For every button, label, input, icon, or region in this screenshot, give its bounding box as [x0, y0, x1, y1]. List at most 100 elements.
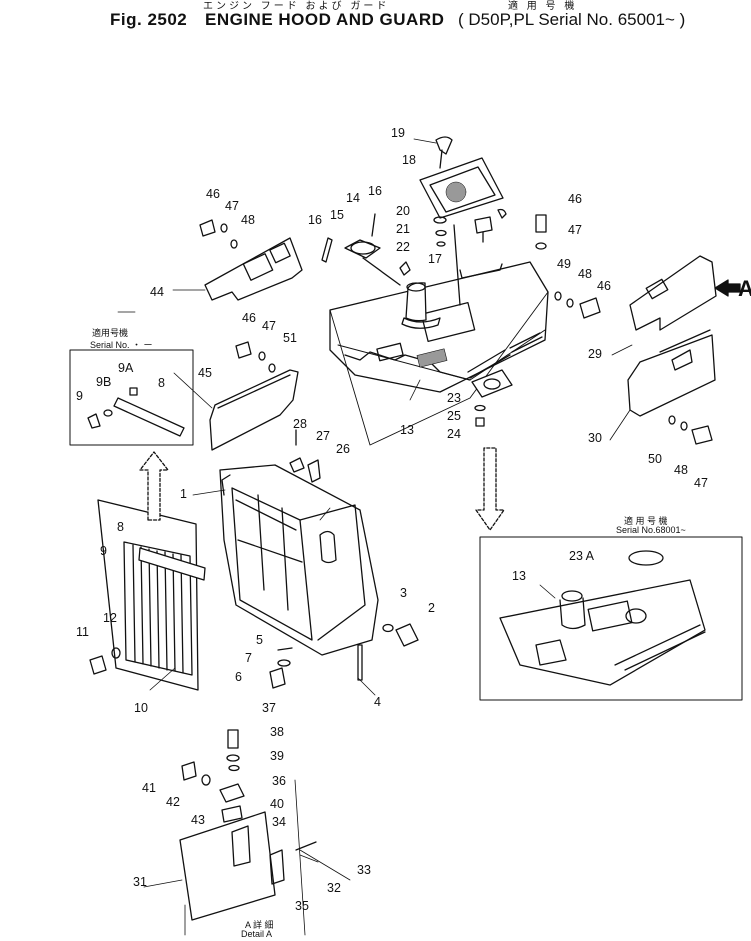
serial-range-text: D50P,PL Serial No. 65001~	[468, 10, 675, 29]
exhaust-cover-parts	[399, 136, 507, 306]
callout-6: 6	[235, 670, 242, 684]
callout-30: 30	[588, 431, 602, 445]
callout-27: 27	[316, 429, 330, 443]
callout-15: 15	[330, 208, 344, 222]
right-side-covers	[627, 255, 717, 417]
radiator-guard-frame	[219, 464, 379, 656]
callout-8-inset: 8	[158, 376, 165, 390]
callout-38: 38	[270, 725, 284, 739]
callout-9a: 9A	[118, 361, 134, 375]
frame-bolts	[357, 623, 419, 681]
callout-23a: 23 A	[569, 549, 595, 563]
callout-34: 34	[272, 815, 286, 829]
callout-46c: 46	[568, 192, 582, 206]
callout-8: 8	[117, 520, 124, 534]
figure-number: Fig. 2502	[110, 10, 188, 29]
callout-1: 1	[180, 487, 187, 501]
callout-23: 23	[447, 391, 461, 405]
callout-numbers: 1 2 3 4 5 6 7 8 8 9 9 9A 9B 10 11 12 13 …	[76, 126, 751, 913]
callout-12: 12	[103, 611, 117, 625]
callout-16a: 16	[308, 213, 322, 227]
callout-33: 33	[357, 863, 371, 877]
callout-16b: 16	[368, 184, 382, 198]
gasket-parts	[471, 369, 513, 427]
callout-32: 32	[327, 881, 341, 895]
callout-9-inset: 9	[76, 389, 83, 403]
callout-13-inset: 13	[512, 569, 526, 583]
right-inset-box	[479, 536, 743, 701]
bolt-clusters	[199, 214, 713, 445]
callout-47a: 47	[225, 199, 239, 213]
callout-19: 19	[391, 126, 405, 140]
title-japanese: エンジン フード および ガード	[203, 1, 390, 12]
front-grille	[97, 499, 206, 691]
callout-49: 51	[283, 331, 297, 345]
callout-41: 41	[142, 781, 156, 795]
callout-10: 10	[134, 701, 148, 715]
inset-right-serial: Serial No.68001~	[616, 525, 686, 535]
grille-bolts	[89, 647, 121, 675]
callout-48b: 49	[557, 257, 571, 271]
callout-45: 45	[198, 366, 212, 380]
callout-leaders	[117, 138, 633, 888]
callout-48c: 50	[648, 452, 662, 466]
callout-46b: 46	[242, 311, 256, 325]
callout-46d: 46	[597, 279, 611, 293]
callout-47d: 48	[578, 267, 592, 281]
callout-13: 13	[400, 423, 414, 437]
callout-35: 35	[295, 899, 309, 913]
callout-7: 7	[245, 651, 252, 665]
inset-left-serial: Serial No. ・ ー	[90, 340, 153, 350]
callout-31: 31	[133, 875, 147, 889]
callout-9: 9	[100, 544, 107, 558]
callout-18: 18	[402, 153, 416, 167]
callout-47b: 47	[262, 319, 276, 333]
callout-5: 5	[256, 633, 263, 647]
serial-range: ( D50P,PL Serial No. 65001~ )	[458, 10, 686, 29]
callout-40: 40	[270, 797, 284, 811]
callout-46a: 46	[206, 187, 220, 201]
applicable-japanese: 適 用 号 機	[508, 1, 578, 12]
latch-parts	[289, 429, 321, 483]
callout-47e: 48	[674, 463, 688, 477]
callout-20: 20	[396, 204, 410, 218]
detail-a	[179, 729, 317, 936]
callout-39: 39	[270, 749, 284, 763]
engine-hood-assembly	[329, 261, 549, 446]
callout-42: 42	[166, 795, 180, 809]
callout-24: 24	[447, 427, 461, 441]
callout-22: 22	[396, 240, 410, 254]
cap-parts	[321, 213, 401, 286]
callout-37: 37	[262, 701, 276, 715]
inset-right-jp: 適 用 号 機	[624, 516, 668, 526]
callout-2: 2	[428, 601, 435, 615]
callout-44: 44	[150, 285, 164, 299]
callout-17: 17	[428, 252, 442, 266]
callout-4: 4	[374, 695, 381, 709]
callout-25: 25	[447, 409, 461, 423]
callout-43: 43	[191, 813, 205, 827]
callout-21: 21	[396, 222, 410, 236]
callout-26: 26	[336, 442, 350, 456]
inset-left-jp: 適用号機	[92, 328, 129, 338]
callout-3: 3	[400, 586, 407, 600]
detail-a-en: Detail A	[241, 929, 273, 939]
figure-title: ENGINE HOOD AND GUARD	[205, 10, 445, 29]
callout-36: 36	[272, 774, 286, 788]
callout-48a: 48	[241, 213, 255, 227]
view-arrow	[714, 279, 741, 297]
callout-9b: 9B	[96, 375, 111, 389]
left-side-covers	[204, 237, 303, 451]
detail-a-jp: A 詳 細	[245, 920, 274, 930]
callout-28: 28	[293, 417, 307, 431]
view-a-label: A	[738, 276, 751, 301]
lower-bolts	[269, 647, 293, 689]
callout-46e: 47	[694, 476, 708, 490]
assembly-arrows	[139, 447, 505, 531]
callout-11: 11	[76, 625, 89, 639]
callout-47c: 47	[568, 223, 582, 237]
left-inset-box	[69, 349, 194, 446]
callout-14: 14	[346, 191, 360, 205]
callout-29: 29	[588, 347, 602, 361]
